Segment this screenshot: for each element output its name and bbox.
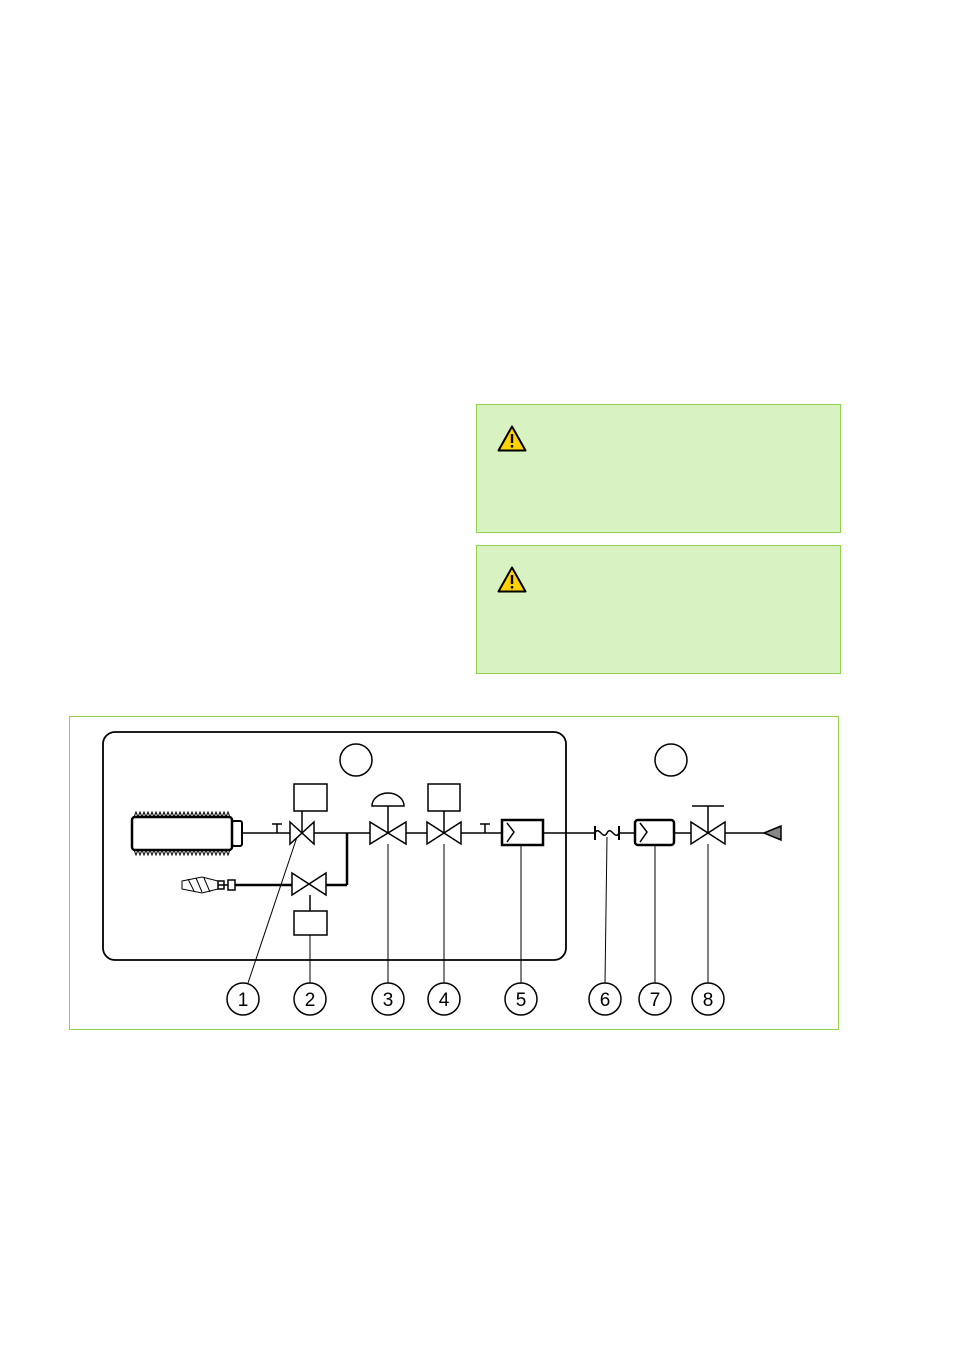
- callout-label-8: 8: [703, 990, 714, 1011]
- zone-marker-inside: [339, 743, 373, 777]
- filter-7: [633, 818, 676, 847]
- valve-2-actuated: [291, 871, 328, 936]
- gas-cylinder: [130, 810, 243, 857]
- callout-label-5: 5: [516, 990, 527, 1011]
- warning-triangle-icon: [497, 566, 527, 593]
- callout-label-3: 3: [383, 990, 394, 1011]
- supply-inlet: [762, 824, 782, 842]
- equipment-enclosure: [102, 731, 567, 961]
- callout-label-4: 4: [439, 990, 450, 1011]
- test-point-2: [480, 823, 490, 833]
- zone-marker-outside: [654, 743, 688, 777]
- warning-box-1: [476, 404, 841, 533]
- callout-circle-8: [691, 982, 725, 1016]
- callout-circle-4: [427, 982, 461, 1016]
- callout-circle-1: [226, 982, 260, 1016]
- valve-4-actuated: [426, 783, 462, 846]
- piping-schematic: 1 2 3 4 5 6 7 8: [102, 731, 782, 1016]
- valve-3-diaphragm: [369, 792, 407, 846]
- callout-label-2: 2: [305, 990, 316, 1011]
- discharge-nozzle: [181, 876, 236, 894]
- filter-5: [500, 818, 545, 847]
- piping-diagram-frame: 1 2 3 4 5 6 7 8: [69, 716, 839, 1030]
- callout-label-6: 6: [600, 990, 611, 1011]
- callout-label-7: 7: [650, 990, 661, 1011]
- test-point-1: [272, 823, 282, 833]
- callout-circle-5: [504, 982, 538, 1016]
- callout-circle-3: [371, 982, 405, 1016]
- callout-circle-7: [638, 982, 672, 1016]
- callout-circle-6: [588, 982, 622, 1016]
- callout-label-1: 1: [238, 990, 249, 1011]
- warning-triangle-icon: [497, 425, 527, 452]
- valve-8-manual: [690, 805, 726, 846]
- valve-1-actuated: [289, 783, 328, 846]
- callout-circle-2: [293, 982, 327, 1016]
- warning-box-2: [476, 545, 841, 674]
